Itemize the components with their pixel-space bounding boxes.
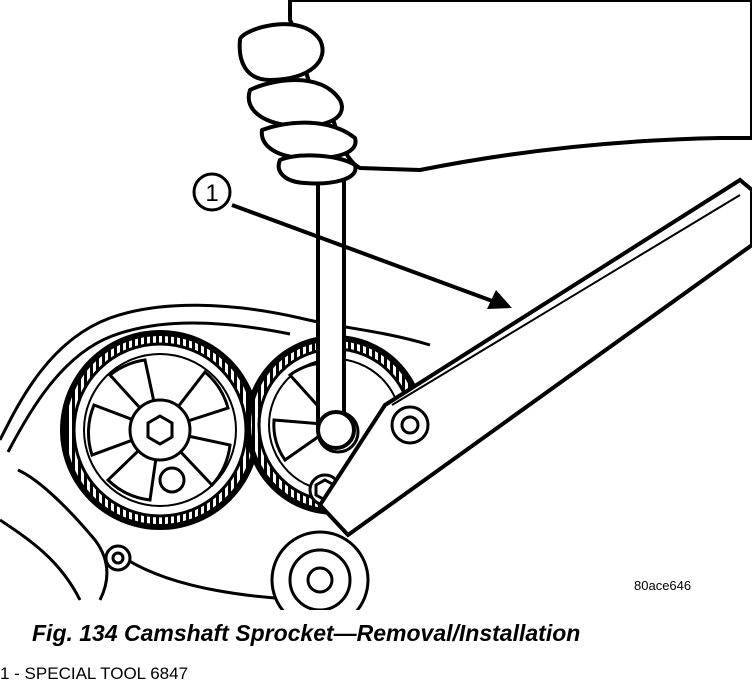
left-camshaft-sprocket xyxy=(60,330,260,530)
image-code: 80ace646 xyxy=(634,578,692,593)
legend-item: 1 - SPECIAL TOOL 6847 xyxy=(0,664,189,683)
hand xyxy=(237,0,752,186)
camshaft-sprocket-illustration: 1 xyxy=(0,0,752,610)
wrench xyxy=(316,168,356,450)
figure-caption: Fig. 134 Camshaft Sprocket—Removal/Insta… xyxy=(32,620,581,646)
callout-number: 1 xyxy=(205,180,218,207)
lower-pulley xyxy=(270,530,370,610)
engine-cover xyxy=(0,303,431,602)
special-tool-bar xyxy=(317,177,752,538)
callout-1: 1 xyxy=(192,172,512,309)
